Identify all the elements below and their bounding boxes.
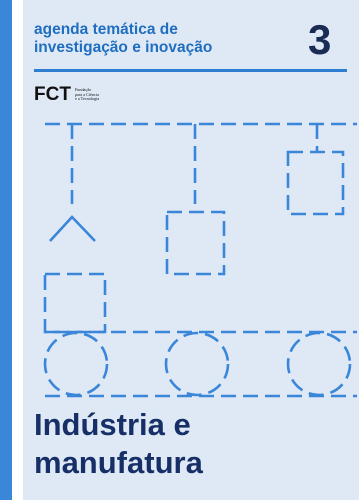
conveyor-roller-1 (43, 331, 109, 397)
middle-box (165, 210, 226, 276)
fct-logo: FCT Fundação para a Ciência e a Tecnolog… (34, 84, 99, 106)
cover-side-stripe (0, 0, 12, 500)
fct-logo-acronym: FCT (34, 84, 71, 105)
fct-logo-line-3: e a Tecnologia (74, 96, 100, 102)
gripper-claw (49, 215, 96, 242)
series-title-line-2: investigação e inovação (34, 39, 213, 56)
cover-title: Indústria e manufatura (34, 406, 203, 482)
conveyor-roller-3 (286, 331, 352, 397)
fct-logo-line-2: para a Ciência (74, 91, 99, 97)
cover-panel (23, 0, 359, 500)
fct-logo-line-1: Fundação (74, 87, 92, 93)
fct-logo-fullname: Fundação para a Ciência e a Tecnologia (74, 87, 100, 102)
cover-title-line-2: manufatura (34, 445, 203, 480)
right-box (286, 150, 345, 216)
conveyor-box (43, 272, 107, 334)
header-divider (34, 69, 347, 72)
issue-number: 3 (308, 16, 332, 63)
dashed-factory-diagram-icon (43, 122, 357, 398)
series-title-line-1: agenda temática de (34, 21, 178, 38)
cover-title-line-1: Indústria e (34, 407, 191, 442)
series-title: agenda temática de investigação e inovaç… (34, 21, 212, 57)
conveyor-roller-2 (164, 331, 230, 397)
